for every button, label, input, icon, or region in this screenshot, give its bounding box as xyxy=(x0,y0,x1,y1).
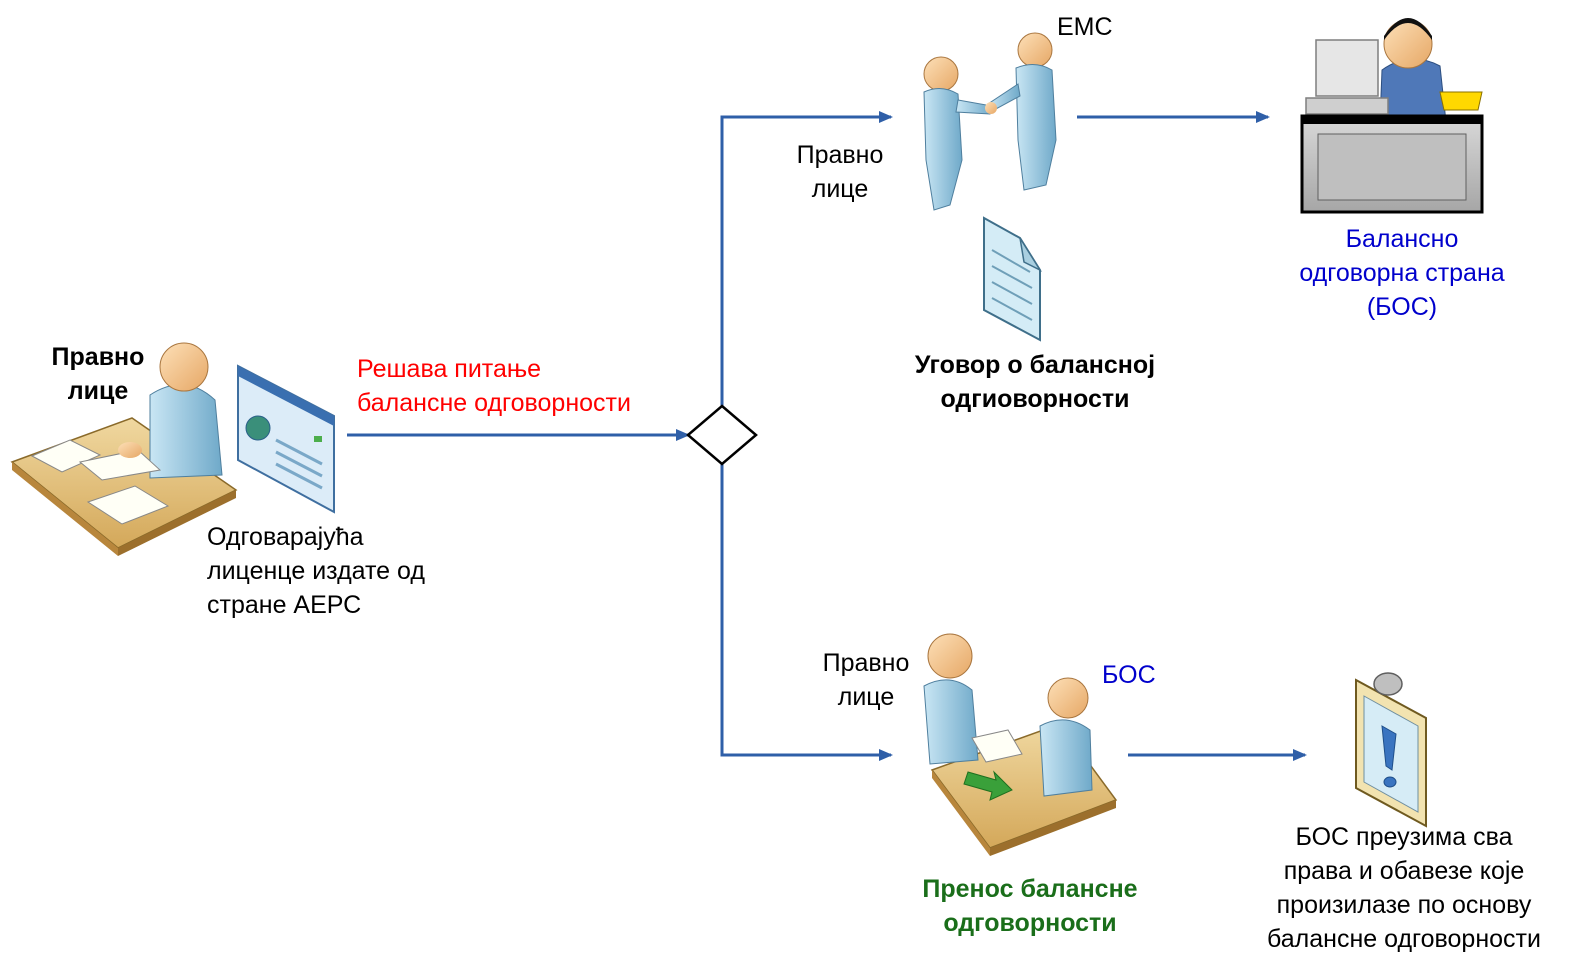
bos-result-label: Балансно одговорна страна (БОС) xyxy=(1299,225,1505,321)
bottom-branch-connector xyxy=(720,464,893,761)
ems-label: ЕМС xyxy=(1057,13,1113,41)
handshake-icon xyxy=(923,32,1057,211)
document-icon xyxy=(983,216,1043,342)
contract-label: Уговор о балансној одгиоворности xyxy=(914,351,1156,413)
bos-party-label: БОС xyxy=(1102,661,1156,689)
license-window-icon xyxy=(237,364,335,514)
clipboard-alert-icon xyxy=(1355,672,1427,828)
transfer-meeting-icon xyxy=(923,633,1118,856)
top-branch-connector xyxy=(720,111,893,406)
bos-reception-desk-icon xyxy=(1300,18,1484,214)
license-label: Одговарајућа лиценце издате од стране АЕ… xyxy=(207,523,425,619)
bottom-legal-entity-label: Правно лице xyxy=(822,649,910,711)
decision-label: Решава питање балансне одговорности xyxy=(357,355,631,417)
legal-entity-desk-icon xyxy=(10,342,238,556)
decision-diamond xyxy=(686,404,758,466)
transfer-label: Пренос балансне одговорности xyxy=(922,875,1138,937)
bos-obligations-label: БОС преузима сва права и обавезе које пр… xyxy=(1267,823,1541,953)
top-legal-entity-label: Правно лице xyxy=(796,141,884,203)
legal-entity-label: Правно лице xyxy=(51,343,145,405)
